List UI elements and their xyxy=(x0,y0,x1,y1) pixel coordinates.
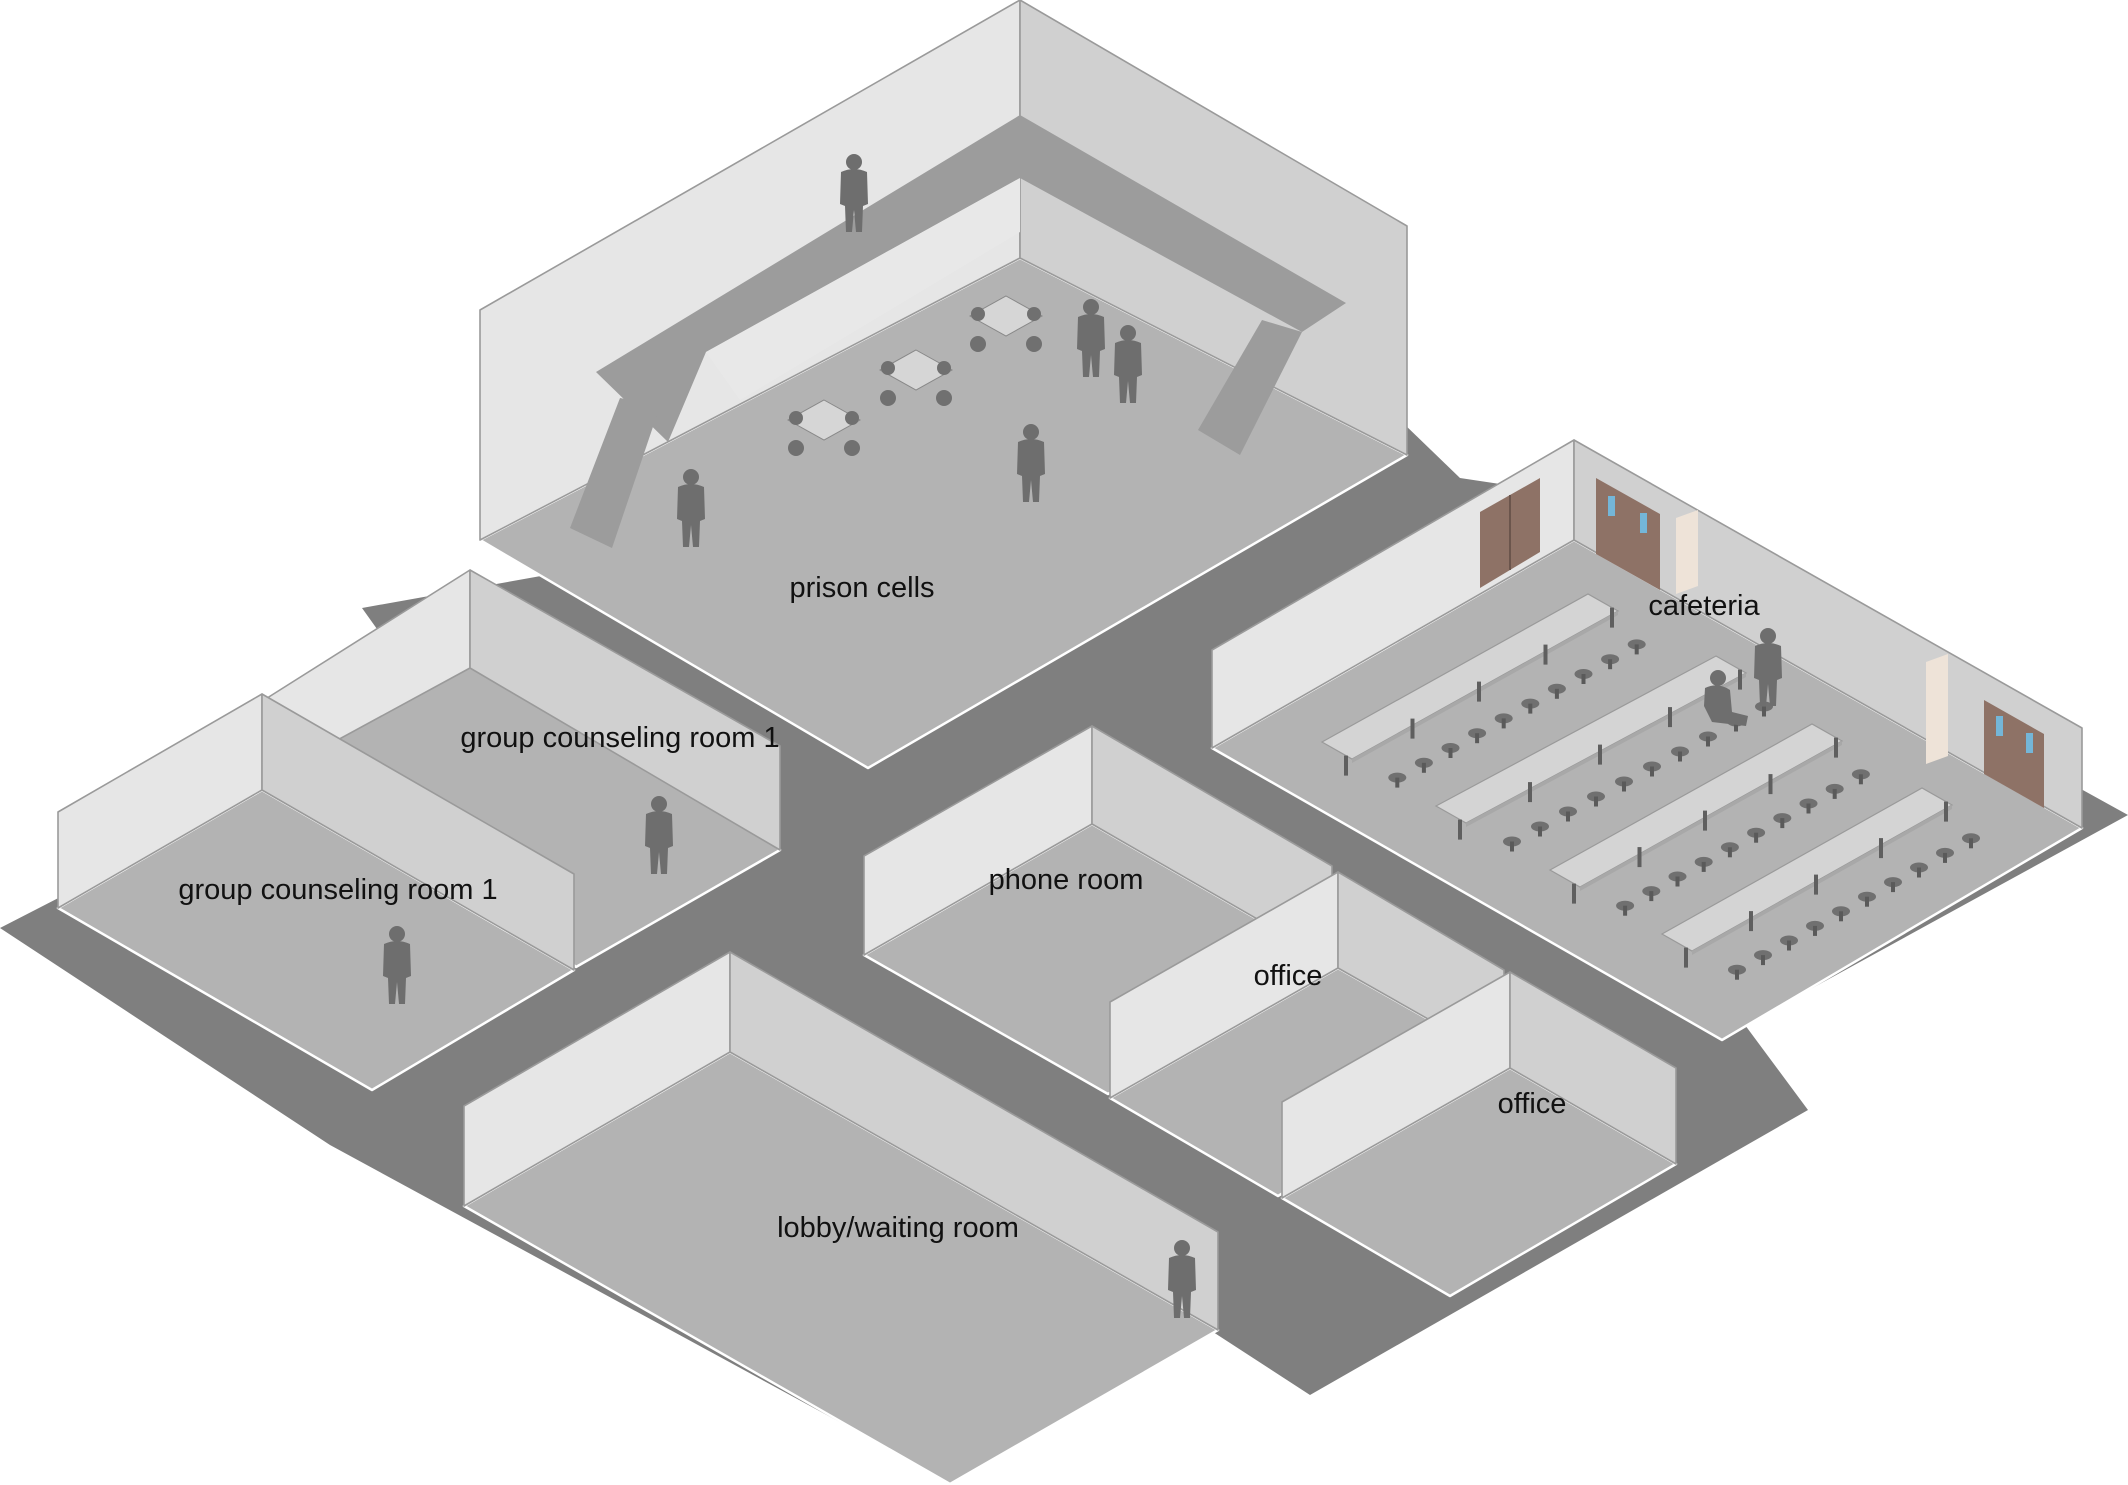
catwalk xyxy=(596,115,1346,442)
room-group-counseling-front xyxy=(56,693,576,1092)
cafeteria-tables xyxy=(1320,593,1980,980)
person-figure xyxy=(1077,299,1105,377)
catwalk-ramp-left xyxy=(570,398,660,548)
catwalk-inner-wall xyxy=(706,178,1020,400)
cafeteria-door-2 xyxy=(1596,478,1660,590)
room-prison-cells xyxy=(478,0,1409,770)
person-figure xyxy=(677,469,705,547)
people xyxy=(383,154,1782,1318)
person-figure xyxy=(645,796,673,874)
label-office-1: office xyxy=(1254,960,1323,992)
label-office-2: office xyxy=(1498,1088,1567,1120)
lobby-wall-right xyxy=(729,951,1219,1331)
cafeteria-long-table xyxy=(1548,723,1870,916)
person-figure xyxy=(1017,424,1045,502)
group-counseling-front-wall-right xyxy=(261,693,575,971)
person-figure xyxy=(1114,325,1142,403)
office-2-wall-right xyxy=(1509,971,1677,1165)
cafeteria-door-3 xyxy=(1984,700,2044,808)
room-office-2 xyxy=(1280,971,1678,1298)
room-lobby xyxy=(462,951,1220,1485)
person-figure xyxy=(1754,628,1782,706)
person-figure xyxy=(383,926,411,1004)
cafeteria-long-table xyxy=(1660,787,1980,980)
group-counseling-back-wall-right xyxy=(469,569,781,851)
cafeteria-long-table xyxy=(1320,593,1646,788)
prison-table-2 xyxy=(878,349,954,406)
cafeteria-pillar-1 xyxy=(1676,510,1698,594)
label-group-counseling-front: group counseling room 1 xyxy=(178,874,497,906)
label-phone-room: phone room xyxy=(989,864,1144,896)
cafeteria-pillar-2 xyxy=(1926,654,1948,764)
cafeteria-door-1 xyxy=(1480,478,1540,588)
catwalk-ramp-right xyxy=(1198,320,1302,455)
person-figure xyxy=(1168,1240,1196,1318)
prison-table-1 xyxy=(786,399,862,456)
label-group-counseling-back: group counseling room 1 xyxy=(460,722,779,754)
person-seated xyxy=(1704,670,1748,726)
room-cafeteria xyxy=(1210,439,2084,1042)
label-prison-cells: prison cells xyxy=(789,572,934,604)
label-cafeteria: cafeteria xyxy=(1648,590,1760,622)
person-figure xyxy=(840,154,868,232)
cafeteria-back-wall-right xyxy=(1573,439,2083,829)
cafeteria-long-table xyxy=(1434,655,1773,852)
label-lobby: lobby/waiting room xyxy=(777,1212,1019,1244)
prison-table-3 xyxy=(968,295,1044,352)
